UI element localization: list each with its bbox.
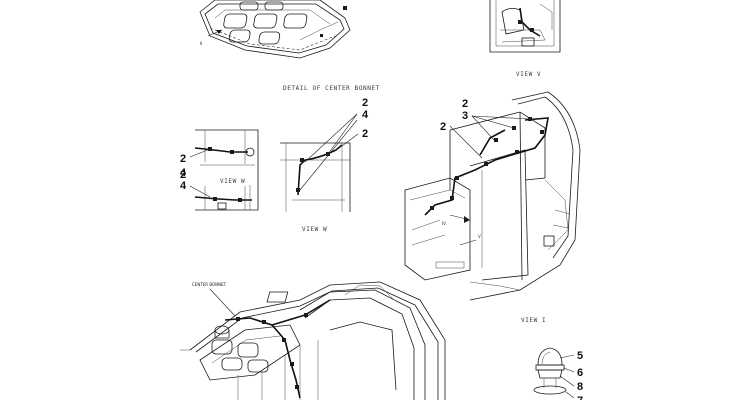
callout-2-left-upper: 2 — [180, 153, 186, 165]
view-w-left-drawing — [194, 129, 259, 211]
callout-5: 5 — [577, 350, 583, 362]
view-w-right-caption: VIEW W — [302, 226, 327, 233]
view-w-right-drawing — [280, 142, 351, 212]
machine-cab-drawing — [180, 281, 446, 400]
view-v-caption: VIEW V — [516, 71, 541, 78]
callout-2-top: 2 — [362, 97, 368, 109]
callout-7: 7 — [577, 395, 583, 400]
view-i-caption: VIEW I — [521, 317, 546, 324]
callout-4-top: 4 — [362, 109, 369, 121]
view-marker-v: V — [478, 234, 481, 239]
view-marker-iv: IV — [442, 221, 446, 226]
view-i-drawing: IV V — [404, 91, 581, 301]
callout-2-view-i-left: 2 — [440, 121, 446, 133]
callout-4-left-lower: 4 — [180, 180, 187, 192]
center-bonnet-detail-drawing: II — [199, 0, 351, 59]
view-w-left-caption: VIEW W — [220, 178, 245, 185]
callout-8: 8 — [577, 381, 583, 393]
detail-center-bonnet-caption: DETAIL OF CENTER BONNET — [283, 85, 380, 92]
view-marker-ii: II — [200, 41, 202, 46]
callout-6: 6 — [577, 367, 583, 379]
callout-2-left-lower: 2 — [180, 169, 186, 181]
callout-2-right: 2 — [362, 128, 368, 140]
callout-4-left-upper: 4 — [180, 167, 187, 179]
beacon-lamp-drawing — [533, 347, 567, 395]
center-bonnet-label: CENTER BONNET — [192, 282, 227, 287]
view-v-drawing — [489, 0, 561, 53]
callout-2-view-i-top: 2 — [462, 98, 468, 110]
callout-3-view-i: 3 — [462, 110, 468, 122]
